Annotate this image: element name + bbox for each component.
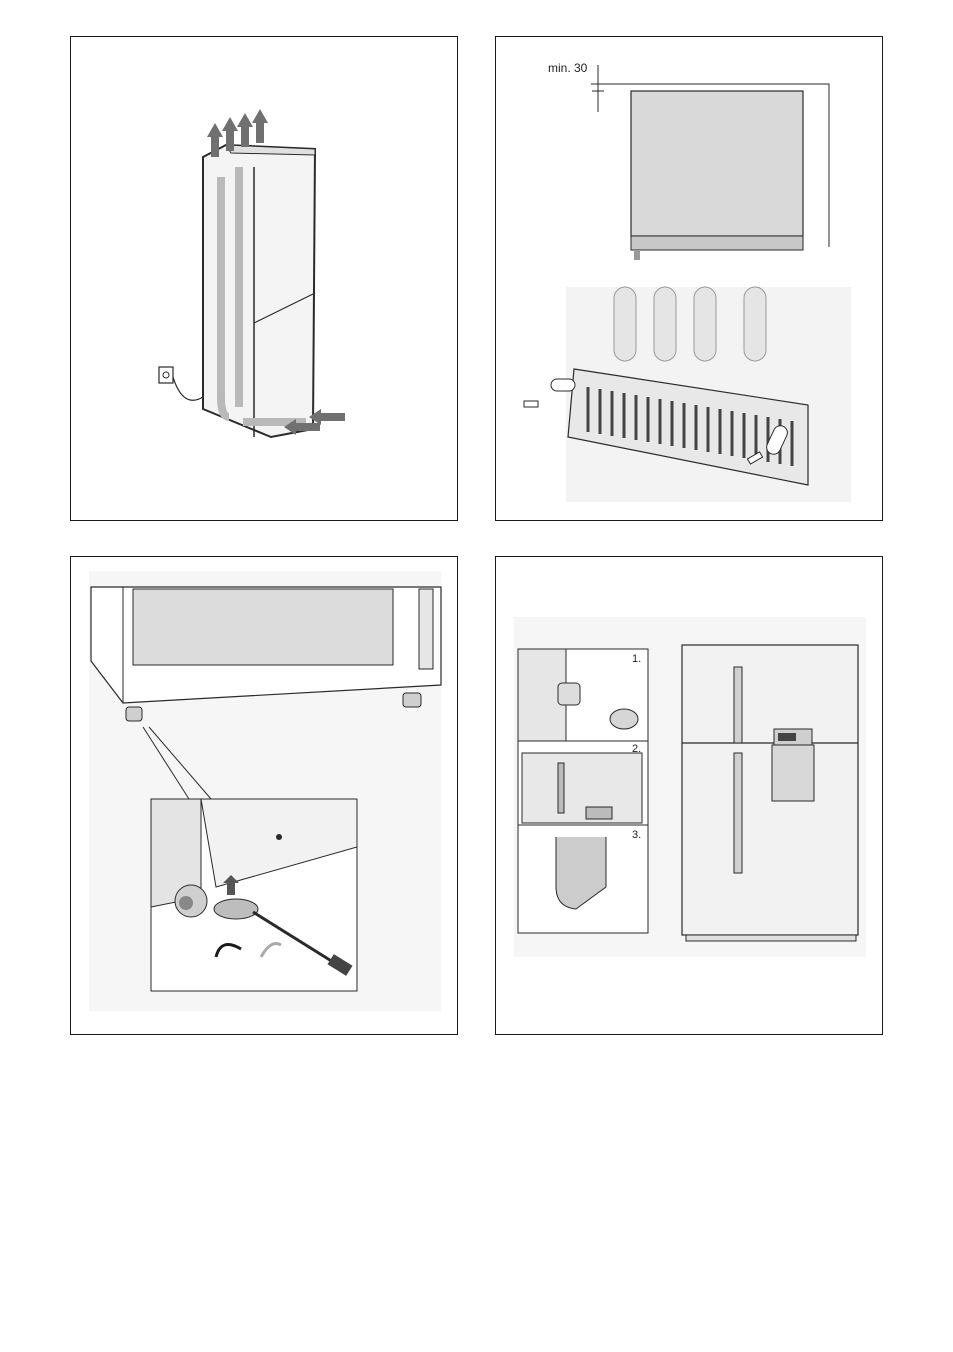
leveling-feet-illustration [71,557,458,1035]
clearance-illustration [496,37,883,521]
clearance-dimension-label: min. 30 [548,61,587,75]
handles-panel: 1. 2. 3. [495,556,883,1035]
step-3-label: 3. [632,829,641,841]
step-1-label: 1. [632,653,641,665]
step-2-label: 2. [632,743,641,755]
leveling-panel [70,556,458,1035]
handle-installation-illustration [496,557,883,1035]
ventilation-panel [70,36,458,521]
fridge-ventilation-illustration [71,37,458,521]
clearance-panel: min. 30 [495,36,883,521]
